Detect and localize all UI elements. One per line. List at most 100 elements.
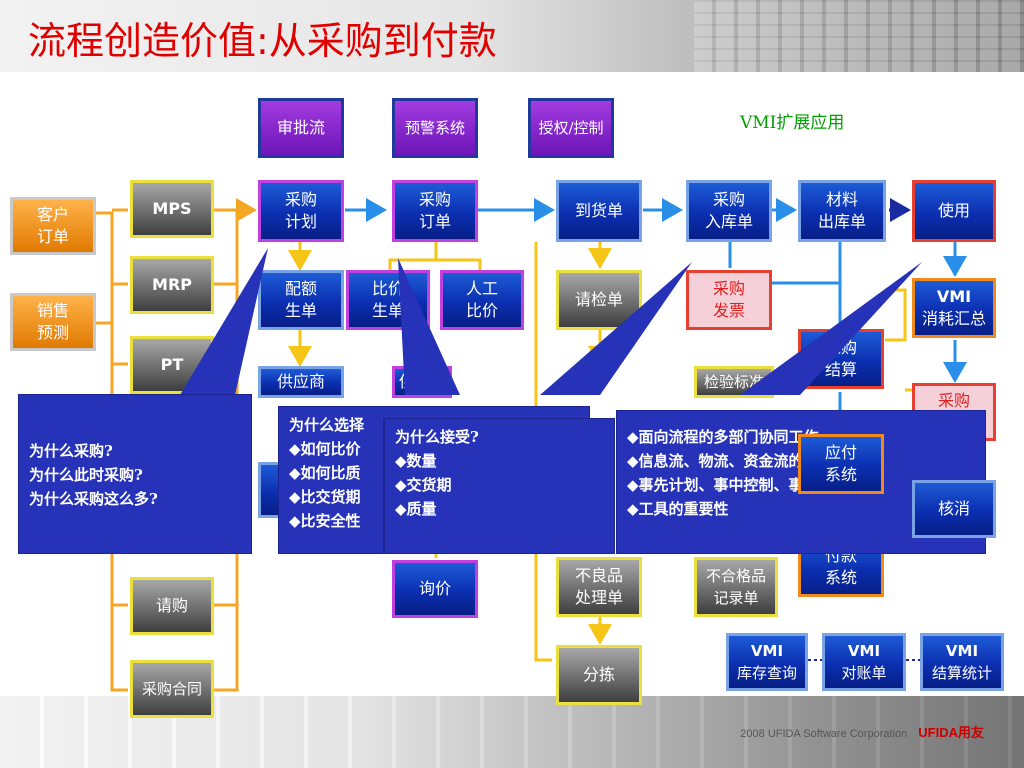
callout-pointer-why-purchase xyxy=(180,248,268,395)
line: 采购 xyxy=(712,279,745,298)
callout-line: ◆工具的重要性 xyxy=(627,500,729,518)
approval-flow-box: 审批流 xyxy=(258,98,344,158)
footer-band xyxy=(0,696,1024,768)
callout-line: ◆比安全性 xyxy=(289,512,361,530)
slide-title: 流程创造价值:从采购到付款 xyxy=(28,19,497,63)
purchase-invoice-box: 采购发票 xyxy=(686,270,772,330)
mrp-box: MRP xyxy=(130,256,214,314)
nonconforming-record-box: 不合格品记录单 xyxy=(694,557,778,617)
line: 销售 xyxy=(36,301,69,320)
purchase-receipt-label: 采购入库单 xyxy=(705,189,753,233)
callout-line: 为什么采购这么多? xyxy=(29,490,158,508)
callout-line: ◆信息流、物流、资金流的整合 xyxy=(627,452,834,470)
price-compare-generate-label: 比价生单 xyxy=(372,278,404,322)
footer-text: 2008 UFIDA Software Corporation xyxy=(740,728,908,740)
line: 采购 xyxy=(418,190,451,209)
material-issue-box: 材料出库单 xyxy=(798,180,886,242)
authorization-control-box: 授权/控制 xyxy=(528,98,614,158)
inspection-request-box: 请检单 xyxy=(556,270,642,330)
line: 计划 xyxy=(284,212,317,231)
line: 预测 xyxy=(36,323,69,342)
line: 发票 xyxy=(712,301,745,320)
line: 订单 xyxy=(418,212,451,231)
line: 不合格品 xyxy=(705,567,766,585)
line: 采购 xyxy=(712,190,745,209)
customer-order-label: 客户订单 xyxy=(37,204,69,248)
line: 人工 xyxy=(465,279,498,298)
line: 对账单 xyxy=(841,664,887,682)
callout-pointer-why-choose xyxy=(398,258,460,395)
line: 配额 xyxy=(284,279,317,298)
line: 入库单 xyxy=(704,212,753,231)
sorting-box: 分拣 xyxy=(556,645,642,705)
callout-line: 为什么采购? xyxy=(29,442,113,460)
vmi-reconciliation-label: VMI 对账单 xyxy=(841,640,886,684)
purchase-receipt-box: 采购入库单 xyxy=(686,180,772,242)
write-off-box-front: 核消 xyxy=(912,480,996,538)
defective-handling-box: 不良品处理单 xyxy=(556,557,642,617)
line: 材料 xyxy=(825,190,858,209)
vmi-inventory-query-label: VMI 库存查询 xyxy=(737,640,797,684)
mps-box: MPS xyxy=(130,180,214,238)
material-issue-label: 材料出库单 xyxy=(818,189,866,233)
sales-forecast-box: 销售预测 xyxy=(10,293,96,351)
callout-line: 为什么接受? xyxy=(395,428,479,446)
line: 客户 xyxy=(36,205,69,224)
line: 订单 xyxy=(36,227,69,246)
callout-line: 为什么此时采购? xyxy=(29,466,143,484)
line: VMI xyxy=(750,642,784,660)
callout-line: ◆面向流程的多部门协同工作 xyxy=(627,428,819,446)
line: 生单 xyxy=(284,301,317,320)
line: 采购 xyxy=(937,391,970,410)
inquiry-box: 询价 xyxy=(392,560,478,618)
callout-line: ◆如何比价 xyxy=(289,440,361,458)
purchase-order-box: 采购订单 xyxy=(392,180,478,242)
callout-why-purchase: 为什么采购? 为什么此时采购? 为什么采购这么多? xyxy=(18,394,252,554)
purchase-request-box: 请购 xyxy=(130,577,214,635)
line: 处理单 xyxy=(574,588,623,607)
warning-system-box: 预警系统 xyxy=(392,98,478,158)
nonconforming-record-label: 不合格品记录单 xyxy=(706,565,766,609)
line: VMI xyxy=(847,642,881,660)
vmi-reconciliation-box: VMI 对账单 xyxy=(822,633,906,691)
line: VMI xyxy=(945,642,979,660)
purchase-plan-label: 采购计划 xyxy=(285,189,317,233)
line: VMI xyxy=(936,287,972,306)
callout-line: 为什么选择 xyxy=(289,416,365,434)
line: 比价 xyxy=(465,301,498,320)
callout-line: ◆比交货期 xyxy=(289,488,361,506)
quota-generate-box: 配额生单 xyxy=(258,270,344,330)
purchase-order-label: 采购订单 xyxy=(419,189,451,233)
callout-line: ◆质量 xyxy=(395,500,437,518)
line: 系统 xyxy=(824,465,857,484)
line: 生单 xyxy=(371,301,404,320)
callout-line: ◆交货期 xyxy=(395,476,452,494)
header-building-image xyxy=(694,0,1024,72)
ufida-logo: UFIDA用友 xyxy=(918,725,984,740)
payable-system-box-front: 应付系统 xyxy=(798,434,884,494)
header-band xyxy=(0,0,1024,72)
footer: 2008 UFIDA Software Corporation UFIDA用友 xyxy=(740,722,984,741)
line: 库存查询 xyxy=(736,664,797,682)
vmi-extension-label: VMI扩展应用 xyxy=(740,113,845,133)
callout-line: ◆数量 xyxy=(395,452,437,470)
purchase-contract-box: 采购合同 xyxy=(130,660,214,718)
arrival-note-box: 到货单 xyxy=(556,180,642,242)
line: 记录单 xyxy=(713,589,759,607)
line: 出库单 xyxy=(817,212,866,231)
line: 应付 xyxy=(824,443,857,462)
line: 结算 xyxy=(824,360,857,379)
line: 不良品 xyxy=(574,566,623,585)
manual-price-compare-label: 人工比价 xyxy=(466,278,498,322)
use-box: 使用 xyxy=(912,180,996,242)
callout-line: ◆事先计划、事中控制、事后分析 xyxy=(627,476,849,494)
vmi-inventory-query-box: VMI 库存查询 xyxy=(726,633,808,691)
purchase-invoice-label: 采购发票 xyxy=(713,278,745,322)
line: 比价 xyxy=(371,279,404,298)
callout-pointer-cross-department xyxy=(740,262,922,395)
